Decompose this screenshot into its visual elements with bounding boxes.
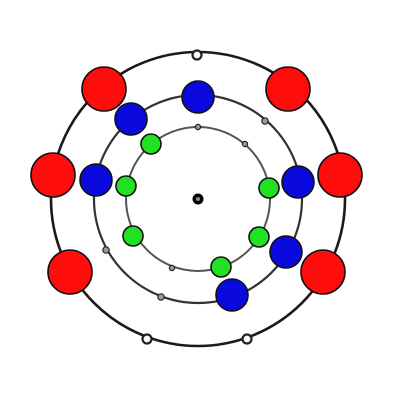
orbit-marker-outer — [141, 333, 153, 345]
orbit-ball-outer — [47, 249, 93, 295]
orbit-ball-middle — [215, 278, 249, 312]
orbit-ball-middle — [181, 80, 215, 114]
orbit-ball-inner — [258, 177, 280, 199]
orbit-balls — [30, 66, 363, 312]
orbit-ball-outer — [317, 152, 363, 198]
orbit-ball-outer — [81, 66, 127, 112]
center-node — [192, 193, 204, 205]
orbit-marker-middle — [102, 246, 110, 254]
orbit-ball-middle — [114, 102, 148, 136]
center-dot-highlight — [196, 197, 200, 201]
orbit-marker-inner — [241, 140, 249, 148]
orbit-marker-outer — [191, 49, 203, 61]
orbit-ball-inner — [122, 225, 144, 247]
orbit-ball-inner — [210, 256, 232, 278]
orbit-ball-outer — [300, 249, 346, 295]
orbit-ball-inner — [248, 226, 270, 248]
orbit-ball-outer — [265, 66, 311, 112]
orbit-marker-outer — [241, 333, 253, 345]
orbit-marker-inner — [168, 264, 176, 272]
orbit-ball-middle — [281, 165, 315, 199]
orbit-ball-outer — [30, 152, 76, 198]
orbit-ball-middle — [79, 163, 113, 197]
orbit-ball-inner — [115, 175, 137, 197]
orbit-ball-middle — [269, 235, 303, 269]
orbit-marker-inner — [194, 123, 202, 131]
orbit-markers — [102, 49, 269, 345]
orbit-marker-middle — [157, 293, 165, 301]
orbit-marker-middle — [261, 117, 269, 125]
orbit-ball-inner — [140, 133, 162, 155]
